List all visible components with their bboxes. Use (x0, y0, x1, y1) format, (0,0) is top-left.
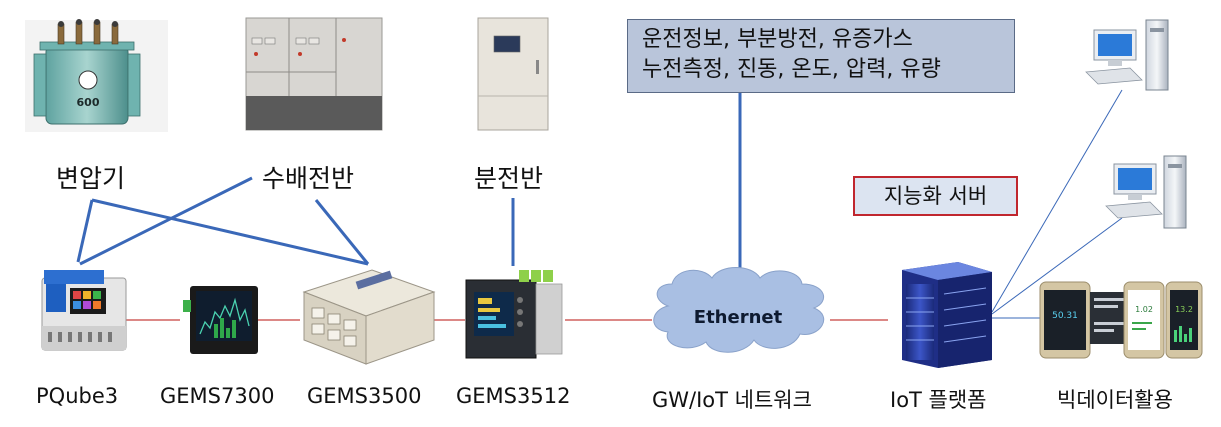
iot-platform-label: IoT 플랫폼 (890, 388, 987, 412)
info-line-1: 운전정보, 부분방전, 유증가스 (642, 27, 913, 52)
gems3500-label: GEMS3500 (307, 384, 422, 408)
distribution-panel-image (477, 17, 549, 131)
switchgear-label: 수배전반 (262, 164, 355, 193)
transformer-rating-plate: 600 (77, 96, 100, 109)
transformer-image: 600 (25, 19, 168, 132)
gems3512-label: GEMS3512 (456, 384, 571, 408)
pqube3-label: PQube3 (36, 384, 119, 408)
iot-platform-rack-image (902, 262, 992, 368)
measurement-info-box: 운전정보, 부분방전, 유증가스 누전측정, 진동, 온도, 압력, 유량 (627, 19, 1015, 93)
pc-client-2-image (1105, 155, 1187, 229)
phones-image: 50.31 1.02 13.2 (1039, 281, 1203, 359)
line-switchgear-gems3500 (314, 199, 370, 265)
info-line-2: 누전측정, 진동, 온도, 압력, 유량 (642, 57, 941, 82)
line-platform-pc1 (991, 89, 1123, 313)
phone-2-reading: 1.02 (1135, 305, 1153, 314)
network-label: GW/IoT 네트워크 (652, 388, 812, 412)
pqube3-image (41, 270, 127, 351)
line-switchgear-pqube (79, 176, 253, 266)
gems3512-image (465, 270, 563, 359)
blue-connection-lines (76, 93, 742, 294)
line-transformer-gems3500 (91, 198, 369, 266)
gems7300-label: GEMS7300 (160, 384, 275, 408)
bigdata-label: 빅데이터활용 (1057, 388, 1173, 412)
platform-to-clients-lines (991, 89, 1123, 319)
pc-client-1-image (1085, 19, 1169, 91)
ethernet-label: Ethernet (693, 307, 783, 328)
phone-3-reading: 13.2 (1175, 305, 1193, 314)
ethernet-cloud (653, 267, 825, 353)
phone-1-reading: 50.31 (1052, 311, 1078, 321)
line-platform-pc2 (991, 217, 1123, 315)
intelligent-server-box: 지능화 서버 (853, 176, 1018, 216)
switchgear-image (245, 17, 383, 131)
line-transformer-pqube (76, 199, 94, 263)
gems3500-image (302, 269, 436, 365)
transformer-label: 변압기 (56, 164, 126, 193)
gems7300-image (183, 286, 258, 354)
distribution-panel-label: 분전반 (474, 164, 544, 193)
